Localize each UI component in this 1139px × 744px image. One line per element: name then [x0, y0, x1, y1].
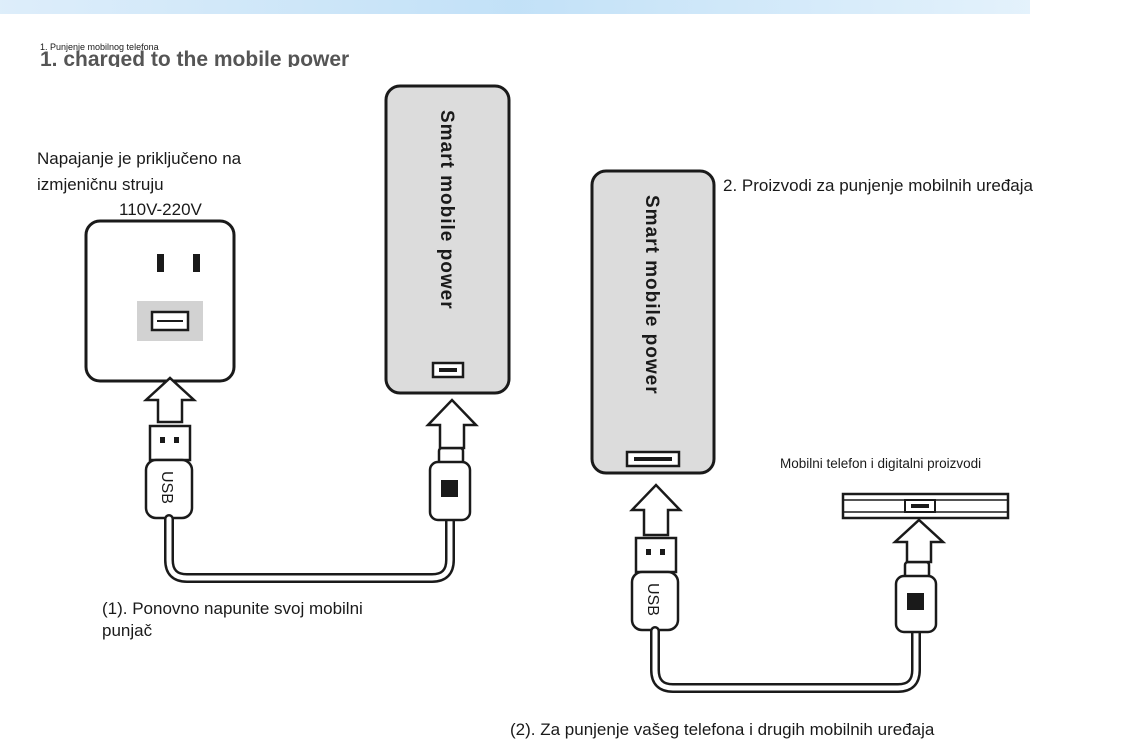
usb-plug-label: USB — [158, 471, 175, 504]
usb-a-plug — [144, 424, 194, 520]
micro-usb-plug — [894, 560, 938, 634]
device-label: Mobilni telefon i digitalni proizvodi — [780, 456, 982, 471]
micro-usb-plug — [428, 446, 472, 522]
step2-title: 2. Proizvodi za punjenje mobilnih uređaj… — [723, 176, 1033, 195]
arrow-up-icon — [142, 376, 198, 424]
power-bank-label: Smart mobile power — [641, 195, 662, 395]
section-subtitle: 1. Punjenje mobilnog telefona — [40, 42, 159, 52]
arrow-up-icon — [891, 518, 947, 564]
plug-prong-icon — [157, 254, 164, 272]
voltage-label: 110V-220V — [119, 200, 202, 219]
faded-header-band — [0, 0, 1030, 14]
plug-prong-icon — [193, 254, 200, 272]
charging-cable — [164, 514, 455, 583]
step2-caption: (2). Za punjenje vašeg telefona i drugih… — [510, 720, 935, 739]
power-bank — [384, 84, 511, 395]
charging-cable — [650, 626, 921, 693]
power-bank-label: Smart mobile power — [436, 110, 457, 310]
arrow-up-icon — [629, 483, 683, 537]
power-supply-note-line2: izmjeničnu struju — [37, 175, 164, 194]
section-title: 1. charged to the mobile power — [40, 48, 350, 67]
step1-caption-line1: (1). Ponovno napunite svoj mobilni — [102, 599, 363, 618]
mobile-device — [841, 492, 1010, 520]
step1-caption-line2: punjač — [102, 621, 153, 640]
arrow-up-icon — [425, 398, 479, 450]
power-bank — [590, 169, 716, 475]
usb-a-plug — [630, 536, 680, 632]
power-supply-note-line1: Napajanje je priključeno na — [37, 149, 242, 168]
usb-plug-label: USB — [644, 583, 661, 616]
wall-charger — [84, 219, 236, 383]
